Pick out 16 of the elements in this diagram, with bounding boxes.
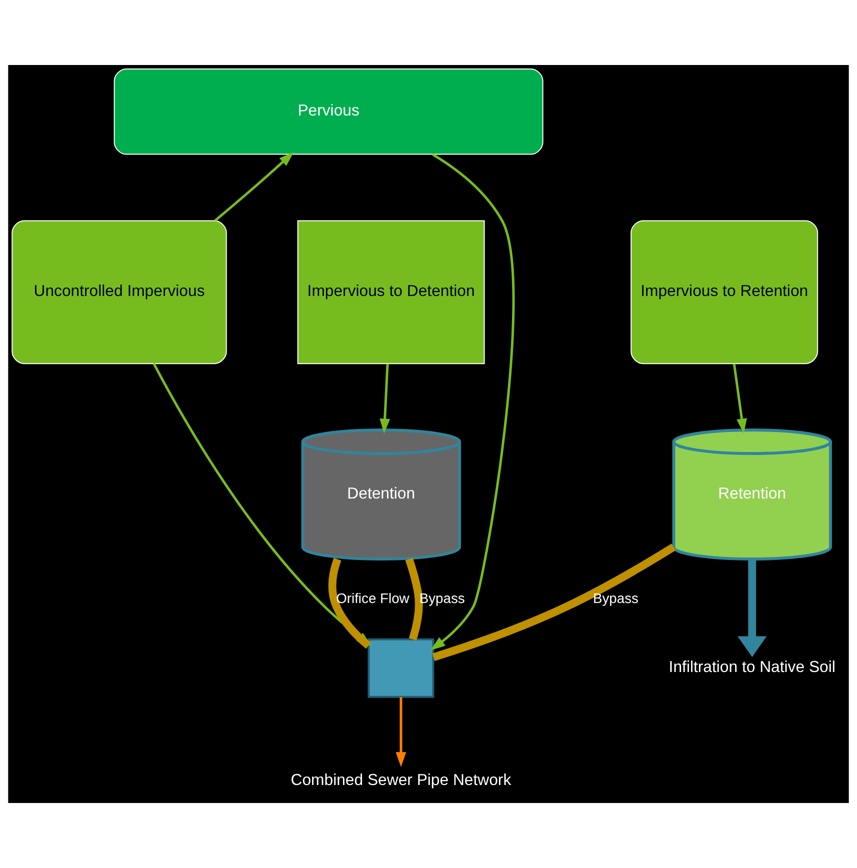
node-box: Impervious to Detention — [297, 220, 485, 364]
node-box — [368, 638, 434, 698]
node-box: Impervious to Retention — [630, 220, 818, 364]
node-box: Pervious — [114, 68, 544, 155]
connector — [405, 558, 423, 640]
arrow — [738, 559, 767, 658]
arrow — [396, 697, 406, 767]
arrow — [430, 153, 515, 650]
node-text: Infiltration to Native Soil — [668, 658, 836, 676]
node-box: Uncontrolled Impervious — [12, 220, 227, 364]
arrow — [380, 364, 390, 434]
connector — [432, 544, 676, 662]
arrow — [732, 364, 747, 434]
node-text: Combined Sewer Pipe Network — [290, 772, 512, 789]
edge-label: Bypass — [592, 590, 638, 606]
arrow — [214, 152, 294, 222]
